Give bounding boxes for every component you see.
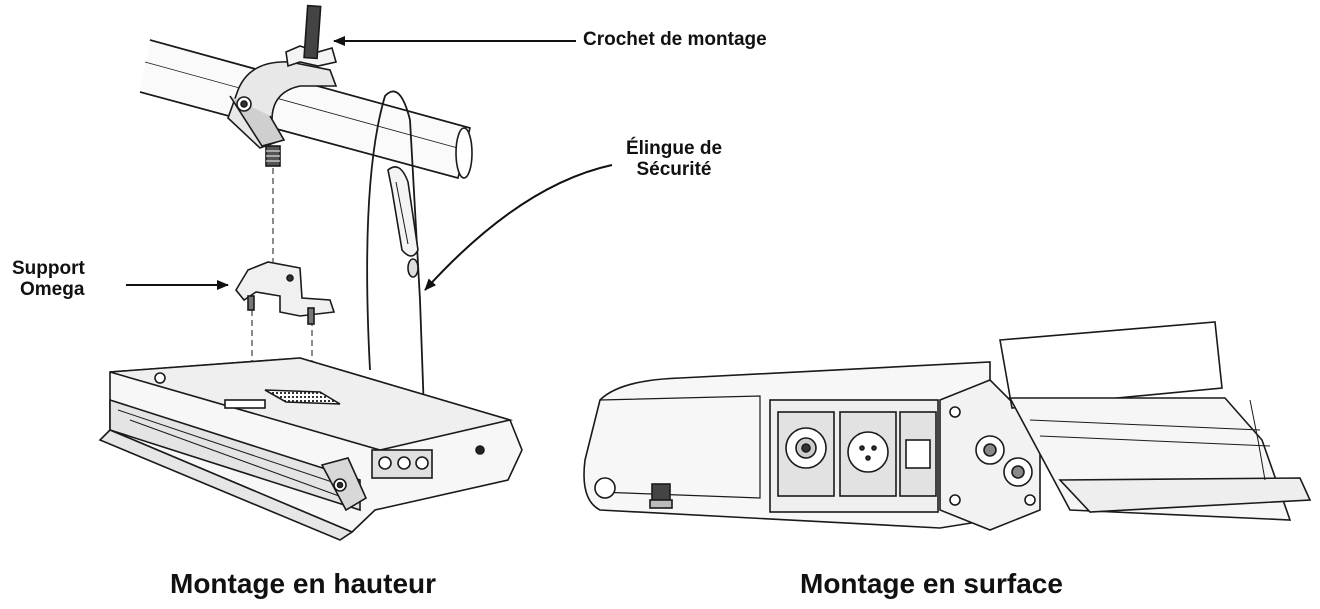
omega-label-line2: Omega <box>20 279 85 300</box>
overhead-caption: Montage en hauteur <box>170 568 437 599</box>
hinge-plate <box>939 379 1041 531</box>
mounting-clamp <box>227 4 338 167</box>
overhead-mount-drawing <box>98 4 523 541</box>
connector-panel <box>769 399 939 513</box>
callout-arrows <box>126 36 613 291</box>
barn-doors <box>999 321 1312 521</box>
hook-label: Crochet de montage <box>583 29 767 50</box>
safety-cable-label-line1: Élingue de <box>625 138 723 159</box>
omega-label: Support Omega <box>12 258 85 300</box>
safety-cable-label: Élingue de Sécurité <box>614 138 734 180</box>
safety-cable-arrow <box>424 164 613 291</box>
surface-caption: Montage en surface <box>800 568 1063 599</box>
safety-cable-label-line2: Sécurité <box>636 159 712 180</box>
omega-label-line1: Support <box>12 258 85 279</box>
surface-mount-drawing <box>583 321 1312 531</box>
overhead-fixture <box>98 357 523 541</box>
safety-cable <box>366 90 426 441</box>
omega-bracket <box>235 261 336 325</box>
